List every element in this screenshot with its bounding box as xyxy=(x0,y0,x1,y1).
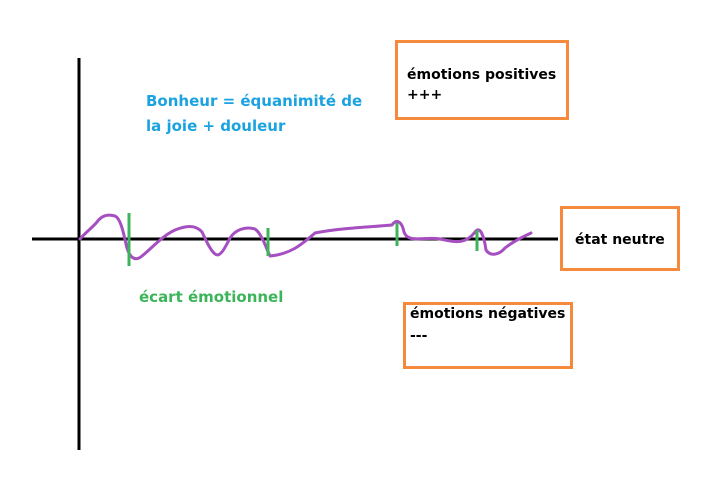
neutral-state-label: état neutre xyxy=(575,232,665,248)
positive-emotions-label: émotions positives xyxy=(407,67,557,83)
positive-signs: +++ xyxy=(407,87,443,103)
emotion-wave xyxy=(78,213,533,261)
negative-emotions-label: émotions négatives xyxy=(410,306,566,322)
happiness-definition-line-1: Bonheur = équanimité de xyxy=(146,92,363,110)
neutral-state-box xyxy=(560,206,680,271)
happiness-definition-line-2: la joie + douleur xyxy=(146,117,286,135)
negative-emotions-box xyxy=(403,302,573,369)
negative-signs: --- xyxy=(410,328,428,344)
positive-emotions-box xyxy=(395,40,569,120)
emotional-gap-label: écart émotionnel xyxy=(139,288,284,306)
